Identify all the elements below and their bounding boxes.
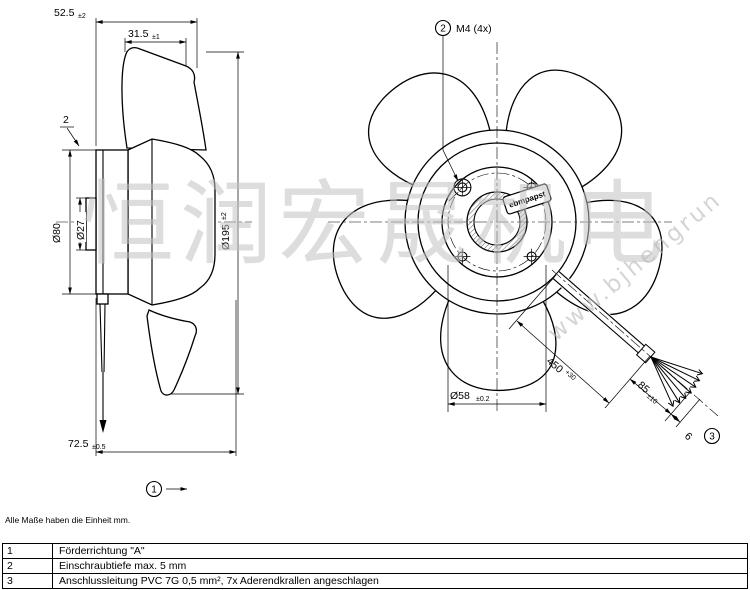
callout-2: 2 M4 (4x) [434,19,492,182]
dim-195: Ø195 ±2 [170,51,244,395]
row-description: Förderrichtung "A" [59,545,145,557]
cable-end-tip [99,420,107,433]
dim-31-5-tol: ±1 [152,34,160,41]
row-number: 3 [3,574,53,588]
callout-1-label: 1 [151,485,157,496]
dim-6: 6 [670,398,701,443]
callout-3: 3 [703,427,721,445]
dim-gap-value: 2 [63,114,69,126]
dim-58: Ø58 ±0.2 [447,265,547,412]
row-number: 1 [3,544,53,558]
table-row: 2 Einschraubtiefe max. 5 mm [3,558,747,573]
cable-ferrule [635,343,656,364]
cable [552,270,656,364]
notes-table: 1 Förderrichtung "A" 2 Einschraubtiefe m… [2,543,748,589]
dim-80: Ø80 [51,149,96,295]
table-row: 1 Förderrichtung "A" [3,544,747,558]
dim-m4-label: M4 (4x) [456,23,492,35]
side-blade-bottom [146,309,197,396]
dim-52-5-tol: ±2 [78,13,86,20]
table-row: 3 Anschlussleitung PVC 7G 0,5 mm², 7x Ad… [3,573,747,588]
impeller-blades [332,69,663,391]
bolt-hole [454,248,471,265]
callout-3-label: 3 [709,432,715,443]
dim-85-tol: ±10 [645,393,658,406]
technical-drawing: 52.5 ±2 31.5 ±1 2 Ø80 [5,7,727,525]
row-number: 2 [3,559,53,573]
watermark-cjk: 恒润宏晟机电 [82,171,670,278]
side-view: 52.5 ±2 31.5 ±1 2 Ø80 [51,7,252,498]
impeller-bell [127,138,216,306]
side-blade-top [121,47,207,151]
dim-31-5: 31.5 ±1 [124,28,187,66]
callout-1: 1 [145,480,188,498]
terminal-mark [453,178,472,197]
dim-6-value: 6 [682,430,694,443]
dim-195-value: Ø195 [220,224,232,250]
dim-52-5-value: 52.5 [54,7,75,19]
dim-72-5-tol: ±0.5 [92,444,106,451]
dim-72-5-value: 72.5 [68,438,89,450]
m4-leader [442,36,459,182]
dim-72-5: 72.5 ±0.5 [68,298,237,456]
dim-31-5-value: 31.5 [128,28,149,40]
brand-plate: ebmpapst [502,183,552,215]
row-description: Einschraubtiefe max. 5 mm [59,560,187,572]
front-view: ebmpapst 2 M4 (4x) [328,19,721,445]
callout-2-label: 2 [440,24,446,35]
bolt-hole [523,248,540,265]
units-note: Alle Maße haben die Einheit mm. [5,515,130,525]
wire-strands [650,356,702,406]
dim-450-tol: +30 [563,369,577,382]
dim-52-5: 52.5 ±2 [54,7,198,146]
dim-gap-2: 2 [60,114,80,147]
dim-58-tol: ±0.2 [476,396,490,403]
dim-195-tol: ±2 [221,212,228,220]
dim-27-value: Ø27 [75,220,87,240]
dim-80-value: Ø80 [51,223,63,243]
row-description: Anschlussleitung PVC 7G 0,5 mm², 7x Ader… [59,575,379,587]
side-cable [96,293,109,433]
dim-58-value: Ø58 [450,390,470,402]
bolt-hole [448,178,472,202]
dim-27: Ø27 [75,197,87,251]
